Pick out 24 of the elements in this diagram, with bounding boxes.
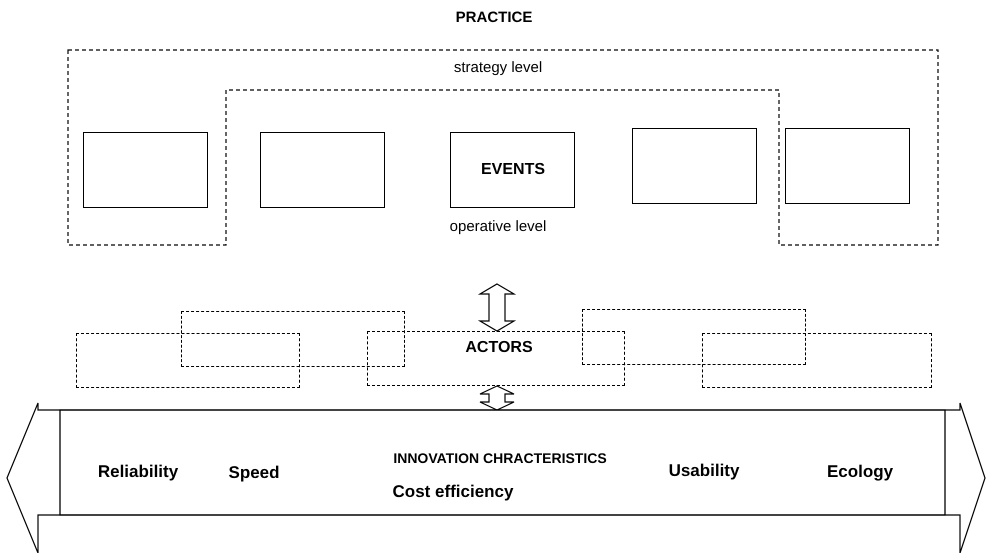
characteristic-label: Usability	[668, 461, 740, 481]
empty-box	[76, 333, 300, 388]
diagram-title: PRACTICE	[454, 9, 534, 26]
characteristic-label: INNOVATION CHRACTERISTICS	[393, 450, 607, 466]
empty-box	[181, 311, 405, 367]
characteristic-label: Reliability	[98, 462, 178, 482]
event-box	[450, 132, 575, 208]
double-arrow	[478, 283, 516, 332]
strategy-region	[68, 50, 938, 245]
empty-box	[260, 132, 385, 208]
empty-box	[632, 128, 757, 204]
empty-box	[83, 132, 208, 208]
double-arrow	[479, 385, 515, 411]
node-label: ACTORS	[465, 339, 533, 357]
region-label: strategy level	[454, 59, 542, 76]
empty-box	[702, 333, 932, 388]
empty-box	[785, 128, 910, 204]
characteristic-label: Ecology	[826, 462, 894, 482]
characteristic-label: Cost efficiency	[392, 482, 514, 502]
node-label: EVENTS	[481, 161, 545, 179]
characteristic-label: Speed	[228, 463, 280, 483]
actor-box	[367, 331, 625, 386]
level-label: operative level	[450, 218, 546, 235]
empty-box	[582, 309, 806, 365]
